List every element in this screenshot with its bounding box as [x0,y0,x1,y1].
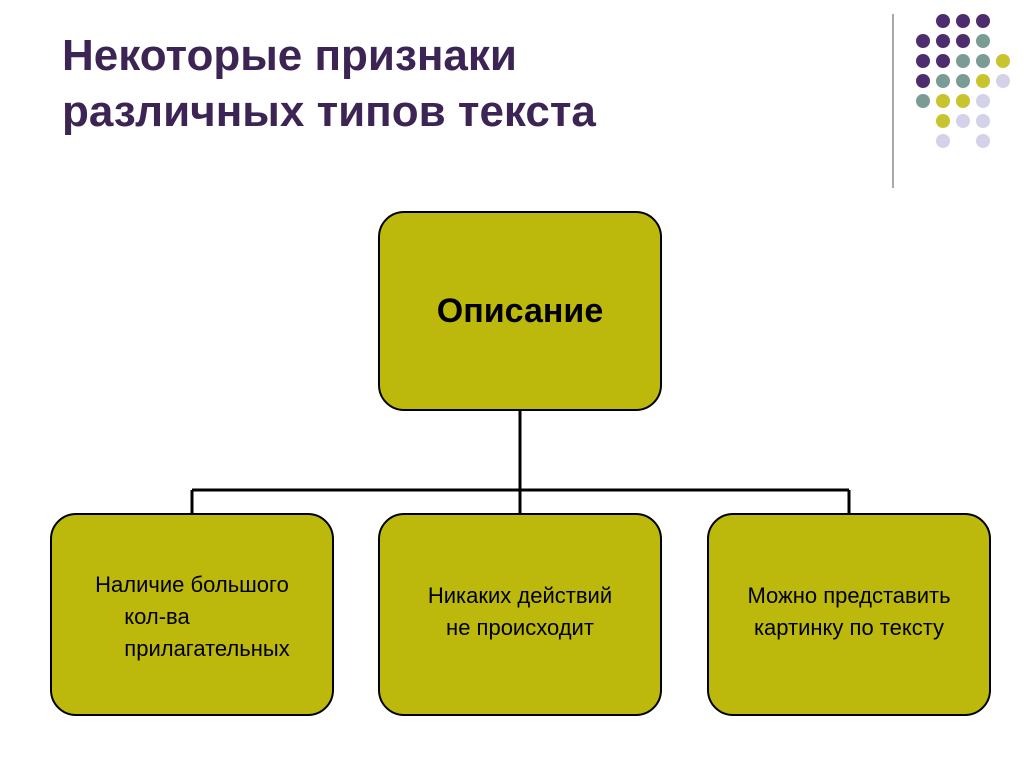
root-node: Описание [378,211,662,411]
child-node-3: Можно представить картинку по тексту [707,513,991,716]
child-node-3-line-2: картинку по тексту [753,614,945,640]
child-node-2-line-1: Никаких действий [427,582,613,608]
child-node-3-line-1: Можно представить [747,582,951,608]
child-node-1-line-1: Наличие большого [95,571,289,597]
child-node-2-line-2: не происходит [446,614,594,640]
decorative-divider [892,14,894,188]
slide-title: Некоторые признаки различных типов текст… [62,28,822,140]
child-node-1: Наличие большого кол-ва прилагательных [50,513,334,716]
slide-title-line-2: различных типов текста [62,87,596,136]
child-node-2: Никаких действий не происходит [378,513,662,716]
root-node-label: Описание [436,291,604,330]
slide-title-line-1: Некоторые признаки [62,31,517,80]
child-node-1-line-2: кол-ва [124,603,190,629]
child-node-1-line-3: прилагательных [124,635,290,661]
